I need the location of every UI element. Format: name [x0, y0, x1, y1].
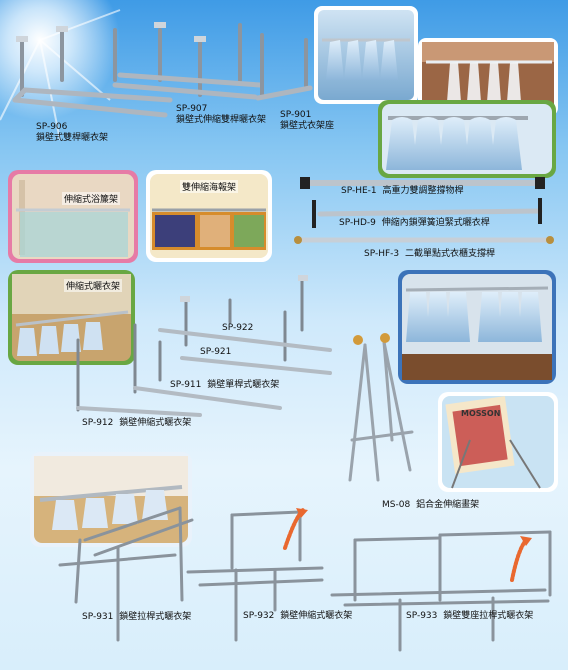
photo-closet-bar	[418, 38, 558, 116]
label-sp911: SP-911 鎖壁單桿式曬衣架	[170, 380, 279, 391]
label-sp932: SP-932 鎖壁伸縮式曬衣架	[243, 611, 352, 622]
product-name: 鎖壁雙座拉桿式曬衣架	[443, 611, 534, 621]
rack-sp907-art	[112, 22, 263, 100]
product-name: 鎖壁伸縮式曬衣架	[119, 418, 192, 428]
product-code: SP-HD-9	[339, 218, 376, 228]
photo-window-room	[30, 452, 192, 547]
title-laundry: 伸縮式曬衣架	[64, 279, 123, 292]
label-sp912: SP-912 鎖壁伸縮式曬衣架	[82, 418, 191, 429]
photo-shirts-green	[378, 100, 556, 178]
product-code: SP-HE-1	[341, 186, 377, 196]
label-sphd9: SP-HD-9 伸縮內鎖彈簧迫緊式曬衣桿	[339, 218, 490, 229]
product-code: MS-08	[382, 500, 411, 510]
rack-sp931-art	[58, 506, 194, 642]
product-name: 伸縮內鎖彈簧迫緊式曬衣桿	[381, 218, 490, 228]
product-name: 鎖壁式雙桿曬衣架	[36, 133, 109, 143]
label-sphe1: SP-HE-1 高重力雙調整撐物桿	[341, 186, 464, 197]
label-sp921: SP-921	[200, 347, 231, 358]
racks-middle-art	[76, 275, 332, 417]
product-code: SP-932	[243, 611, 275, 621]
product-name: 鎖壁單桿式曬衣架	[207, 380, 280, 390]
label-sp906: SP-906 鎖壁式雙桿曬衣架	[36, 122, 108, 144]
product-name: 高重力雙調整撐物桿	[382, 186, 464, 196]
product-code: SP-906	[36, 122, 68, 132]
product-code: SP-HF-3	[364, 249, 400, 259]
label-sp931: SP-931 鎖壁拉桿式曬衣架	[82, 612, 191, 623]
product-code: SP-901	[280, 110, 312, 120]
photo-poster-rack	[146, 170, 272, 262]
poster-text: MOSSON	[461, 409, 501, 418]
label-sp907: SP-907 鎖壁式伸縮雙桿曬衣架	[176, 104, 266, 126]
title-bath-curtain: 伸縮式浴簾架	[62, 192, 121, 205]
photo-bath-curtain	[8, 170, 138, 263]
product-name: 鎖壁伸縮式曬衣架	[280, 611, 353, 621]
photo-sp901-room	[314, 6, 418, 104]
label-sp933: SP-933 鎖壁雙座拉桿式曬衣架	[406, 611, 533, 622]
label-sp922: SP-922	[222, 323, 253, 334]
product-name: 鎖壁拉桿式曬衣架	[119, 612, 192, 622]
rack-sp906-art	[12, 26, 173, 118]
rack-sp932-art	[186, 508, 324, 642]
label-sp901: SP-901 鎖壁式衣架座	[280, 110, 334, 132]
tension-rods-art	[294, 177, 554, 244]
product-name: 鎖壁式伸縮雙桿曬衣架	[176, 115, 267, 125]
easel-ms08-art	[348, 333, 414, 482]
product-code: SP-922	[222, 323, 254, 333]
label-sphf3: SP-HF-3 二截單點式衣櫃支撐桿	[364, 249, 495, 260]
product-code: SP-907	[176, 104, 208, 114]
title-poster-rack: 雙伸縮海報架	[180, 180, 239, 193]
product-name: 二截單點式衣櫃支撐桿	[404, 249, 495, 259]
product-code: SP-933	[406, 611, 438, 621]
photo-easel-poster	[438, 392, 558, 492]
product-code: SP-921	[200, 347, 232, 357]
product-code: SP-931	[82, 612, 114, 622]
photo-closet-shirts	[398, 270, 556, 384]
product-code: SP-911	[170, 380, 202, 390]
product-name: 鎖壁式衣架座	[280, 121, 335, 131]
product-name: 鋁合金伸縮畫架	[416, 500, 480, 510]
rack-sp901-art	[255, 33, 313, 101]
rack-sp933-art	[330, 530, 552, 652]
product-code: SP-912	[82, 418, 114, 428]
label-ms08: MS-08 鋁合金伸縮畫架	[382, 500, 479, 511]
